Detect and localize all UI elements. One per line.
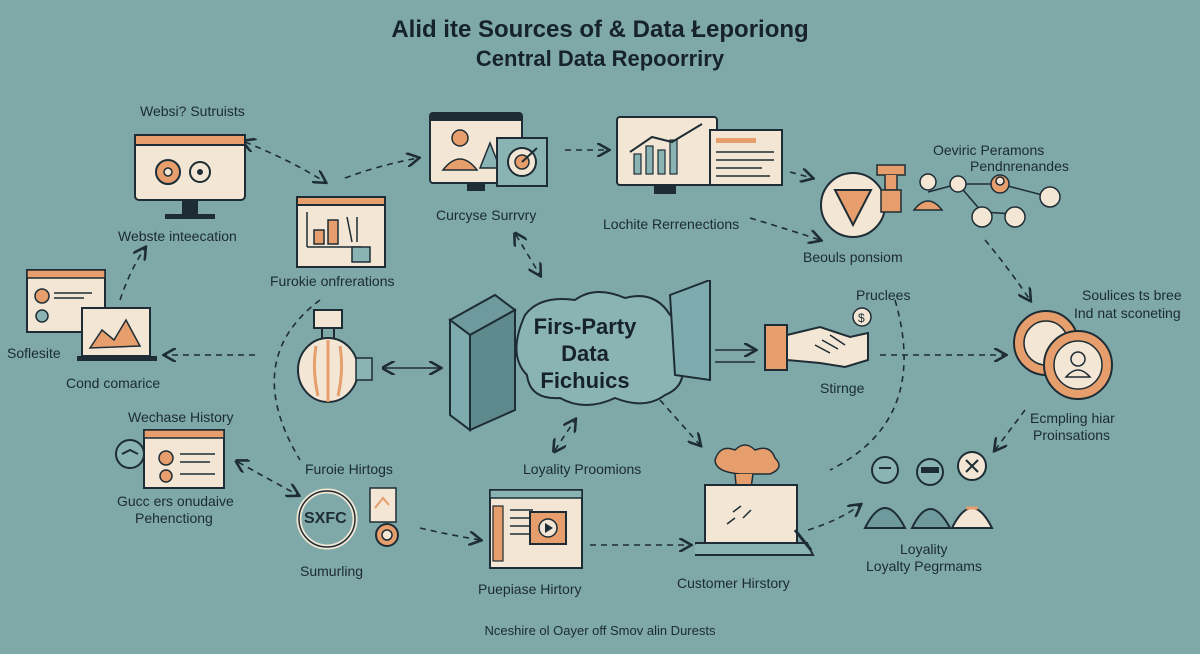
arrow-furokie-to-survey (344, 158, 418, 179)
purchase-doc-icon (115, 429, 225, 489)
arrow-soflesite-to-website (119, 248, 145, 301)
arrow-customer-to-loyalty (807, 505, 860, 531)
label-oeviric-line1: Oeviric Peramons (933, 142, 1045, 158)
people-network-icon (912, 173, 1061, 228)
diagram-title: Alid ite Sources of & Data Łeporiong (391, 16, 809, 43)
label-oeviric-line2: Pendnrenandes (970, 158, 1069, 174)
label-pruclees: Pruclees (856, 287, 911, 303)
label-ecmpling-line2: Proinsations (1033, 427, 1111, 443)
svg-text:$: $ (858, 311, 865, 325)
label-cond-comarice: Cond comarice (66, 375, 161, 391)
person-circles-icon (1013, 310, 1113, 400)
central-box-icon (448, 293, 517, 432)
label-website-surveys: Websi? Sutruists (140, 103, 245, 119)
machine-cog-icon (297, 309, 373, 403)
cloud-shape (515, 291, 685, 406)
website-gears-icon (134, 134, 246, 219)
handshake-icon: $ (764, 307, 872, 371)
arrow-persons-to-souices (984, 239, 1030, 300)
arrow-sumurling-to-puepiase (419, 527, 480, 540)
sync-cycle-icon (296, 487, 399, 550)
label-customer-history: Customer Hirstory (677, 575, 790, 591)
label-loyality-line2: Loyalty Pegrmams (866, 558, 982, 574)
label-lochite-rerenections: Lochite Rerrenections (603, 216, 740, 232)
footer-caption: Nceshire ol Oayer off Smov alin Durests (484, 623, 716, 638)
laptop-chart-icon (26, 269, 157, 361)
central-repository-graphic (448, 280, 711, 432)
label-puepiase-history: Puepiase Hirtory (478, 581, 582, 597)
arrow-website-to-furokie (245, 142, 325, 182)
label-soflesite: Soflesite (7, 345, 61, 361)
label-gucc-line1: Gucc ers onudaive (117, 493, 234, 509)
diagram-subtitle: Central Data Repoorriry (475, 46, 725, 71)
arrow-survey-to-center (516, 235, 540, 275)
arrow-lochite-to-beouls-2 (749, 217, 820, 240)
target-funnel-icon (820, 164, 906, 238)
label-wechase-history: Wechase History (128, 409, 234, 425)
document-chart-icon (296, 196, 386, 268)
arrow-souices-to-ecmpling (995, 409, 1026, 450)
label-furoie-hirtogs: Furoie Hirtogs (305, 461, 393, 477)
label-curcyse-survey: Curcyse Surrvry (436, 207, 537, 223)
analytics-monitor-icon (616, 116, 783, 194)
center-line-2: Data (561, 341, 609, 366)
label-stirnge: Stirnge (820, 380, 865, 396)
label-loyality-line1: Loyality (900, 541, 948, 557)
label-gucc-line2: Pehenctiong (135, 510, 213, 526)
arrow-wechase-to-furoie (238, 462, 298, 495)
arrow-pruclees-loop (829, 299, 905, 471)
center-line-3: Fichuics (540, 368, 630, 393)
label-ecmpling-line1: Ecmpling hiar (1030, 410, 1115, 426)
label-souices-line2: Ind nat sconeting (1074, 305, 1181, 321)
customer-laptop-icon (695, 444, 815, 556)
funnel-icon (668, 280, 711, 382)
label-loyalty-promotions: Loyality Proomions (523, 461, 642, 477)
arrow-lochite-to-beouls (789, 172, 812, 178)
label-website-interaction: Webste inteecation (118, 228, 237, 244)
survey-monitor-icon (429, 112, 548, 191)
label-beouls-ponsiom: Beouls ponsiom (803, 249, 903, 265)
arrow-center-left-loop (273, 299, 321, 461)
label-souices-line1: Soulices ts bree (1082, 287, 1182, 303)
center-line-1: Firs-Party (533, 314, 637, 339)
label-sumurling: Sumurling (300, 563, 364, 579)
purchase-history-doc-icon (489, 489, 583, 569)
label-sxfc: SXFC (304, 510, 347, 527)
label-furokie-onfrerations: Furokie onfrerations (270, 273, 395, 289)
loyalty-people-icon (863, 451, 994, 529)
